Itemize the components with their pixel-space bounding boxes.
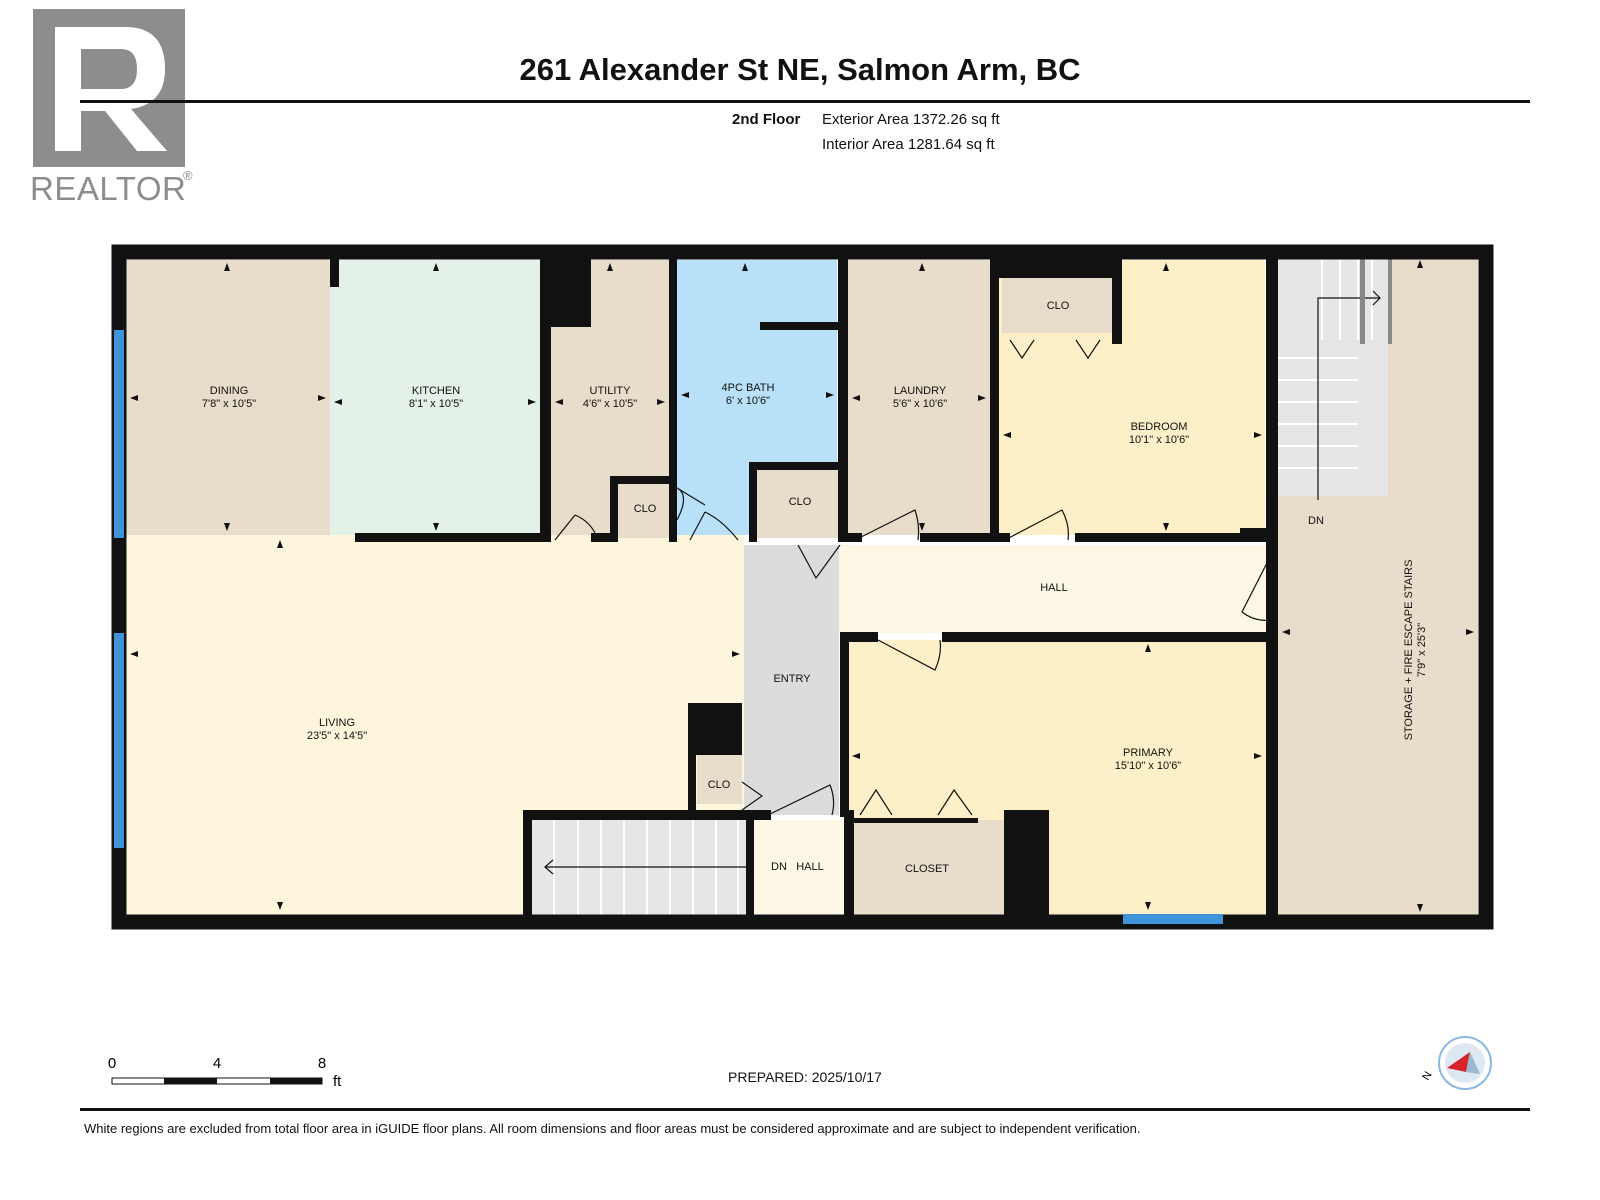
bath-dims: 6' x 10'6" <box>726 395 770 407</box>
kitchen-dims: 8'1" x 10'5" <box>409 398 463 410</box>
windows <box>114 330 1223 924</box>
primary-label: PRIMARY <box>1123 747 1174 759</box>
interior-area: Interior Area 1281.64 sq ft <box>822 136 995 153</box>
compass-icon: N <box>1420 1036 1492 1090</box>
dining-label: DINING <box>210 385 249 397</box>
disclaimer-note: White regions are excluded from total fl… <box>84 1121 1141 1136</box>
utility-dims: 4'6" x 10'5" <box>583 398 637 410</box>
prepared-date: PREPARED: 2025/10/17 <box>728 1069 882 1085</box>
kitchen-room <box>330 260 540 535</box>
scale-label-4: 4 <box>213 1055 221 1072</box>
dn-hall-area <box>754 820 844 915</box>
hall-label: HALL <box>1040 582 1068 594</box>
realtor-r-icon <box>55 27 167 151</box>
closet-area <box>850 820 1004 915</box>
header-divider <box>80 100 1530 103</box>
exterior-walls <box>111 244 1494 930</box>
registered-mark: ® <box>183 168 193 183</box>
closet-label: CLOSET <box>905 863 949 875</box>
dimension-markers <box>130 260 1474 912</box>
storage-dn-label: DN <box>1308 515 1324 527</box>
exterior-area: Exterior Area 1372.26 sq ft <box>822 111 1000 128</box>
clo-living-fill <box>697 752 742 804</box>
living-label: LIVING <box>319 717 355 729</box>
bedroom-dims: 10'1" x 10'6" <box>1129 434 1189 446</box>
bedroom-label: BEDROOM <box>1131 421 1188 433</box>
entry-label: ENTRY <box>773 673 811 685</box>
realtor-wordmark: REALTOR <box>30 170 187 207</box>
dining-room <box>126 260 330 535</box>
bath-label: 4PC BATH <box>722 382 775 394</box>
scale-bar: 0 4 8 ft <box>108 1055 342 1090</box>
laundry-label: LAUNDRY <box>894 385 947 397</box>
scale-unit: ft <box>333 1073 342 1090</box>
footer-divider <box>80 1108 1530 1111</box>
clo-living-label: CLO <box>708 779 731 791</box>
clo-bedroom-label: CLO <box>1047 300 1070 312</box>
clo-bedroom-fill <box>1002 278 1112 333</box>
primary-dims: 15'10" x 10'6" <box>1115 760 1182 772</box>
clo-bath-label: CLO <box>789 496 812 508</box>
stairs-fill <box>1278 256 1388 496</box>
living-dims: 23'5" x 14'5" <box>307 730 367 742</box>
interior-walls <box>330 252 1278 922</box>
property-address-title: 261 Alexander St NE, Salmon Arm, BC <box>519 52 1081 87</box>
doors <box>554 339 1272 816</box>
dn-hall-hall-label: HALL <box>796 861 824 873</box>
entry-area <box>744 545 839 815</box>
utility-label: UTILITY <box>590 385 632 397</box>
dn-hall-dn-label: DN <box>771 861 787 873</box>
realtor-logo <box>33 9 185 167</box>
dining-dims: 7'8" x 10'5" <box>202 398 256 410</box>
storage-label: STORAGE + FIRE ESCAPE STAIRS <box>1403 560 1415 741</box>
hall-area <box>839 545 1271 633</box>
compass-north-letter: N <box>1420 1070 1434 1083</box>
scale-label-0: 0 <box>108 1055 116 1072</box>
lower-stairs-arrow <box>544 859 746 875</box>
laundry-room <box>848 260 990 535</box>
scale-label-8: 8 <box>318 1055 326 1072</box>
floor-label: 2nd Floor <box>732 111 801 128</box>
clo-utility-fill <box>616 480 673 538</box>
kitchen-label: KITCHEN <box>412 385 460 397</box>
storage-dims: 7'9" x 25'3" <box>1416 623 1428 677</box>
clo-utility-label: CLO <box>634 503 657 515</box>
clo-bath-fill <box>757 468 840 538</box>
laundry-dims: 5'6" x 10'6" <box>893 398 947 410</box>
upper-stairs-arrow <box>1317 290 1381 500</box>
